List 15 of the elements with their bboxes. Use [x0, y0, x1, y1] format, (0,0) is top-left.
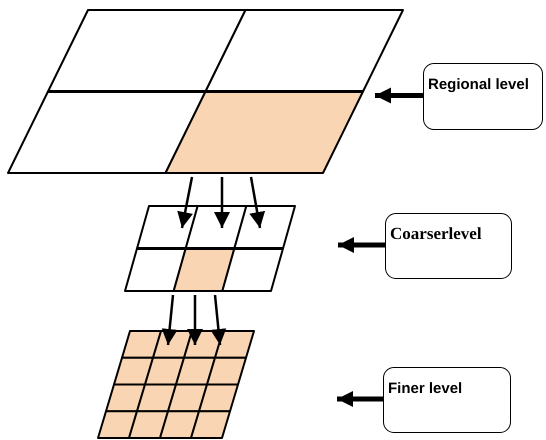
- arrow: [375, 88, 423, 104]
- arrow: [210, 294, 226, 346]
- arrow: [177, 176, 194, 228]
- level-label: Regional level: [428, 75, 530, 95]
- level-label: Finer level: [388, 379, 464, 399]
- arrow: [338, 237, 385, 253]
- arrow: [337, 391, 383, 407]
- level-label: Coarserlevel: [390, 224, 483, 244]
- arrow: [214, 177, 230, 228]
- arrow: [162, 294, 178, 346]
- arrow: [187, 295, 203, 345]
- arrow: [249, 176, 266, 228]
- callout-box: [423, 63, 543, 130]
- callout-box: [385, 213, 512, 279]
- callout-box: [383, 367, 511, 433]
